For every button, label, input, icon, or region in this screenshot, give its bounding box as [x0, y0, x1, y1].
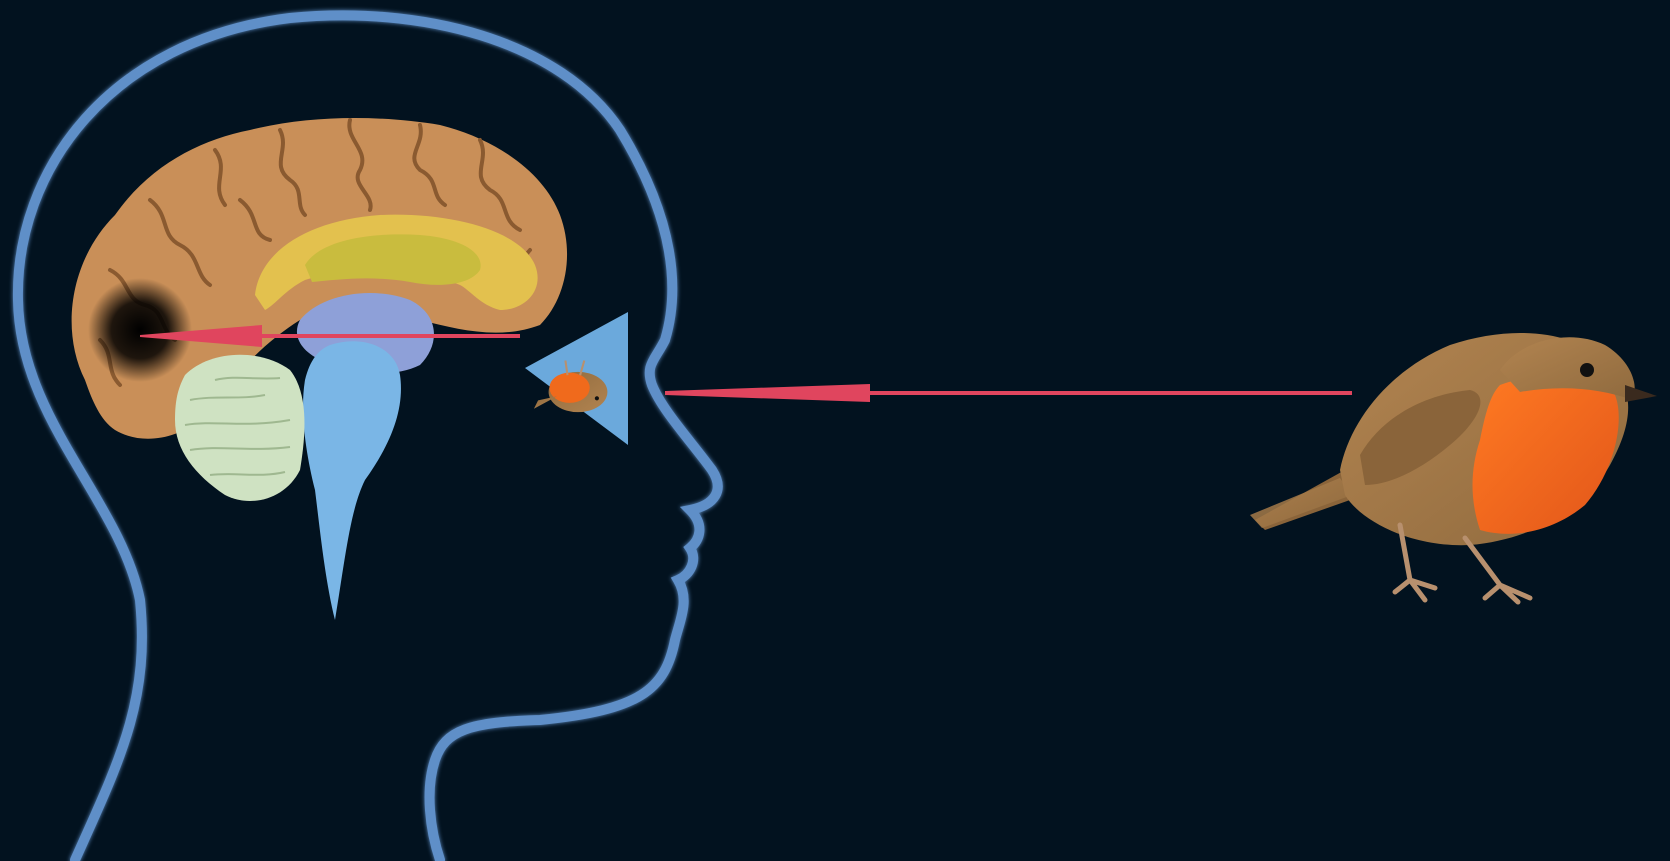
- robin-bird: [1250, 333, 1657, 602]
- light-ray-arrow-bird-to-eye: [665, 384, 1352, 402]
- visual-cortex-spot: [88, 278, 192, 382]
- cerebellum: [175, 355, 304, 501]
- brain: [72, 118, 567, 620]
- brainstem: [303, 341, 401, 620]
- eye-lens: [525, 312, 628, 445]
